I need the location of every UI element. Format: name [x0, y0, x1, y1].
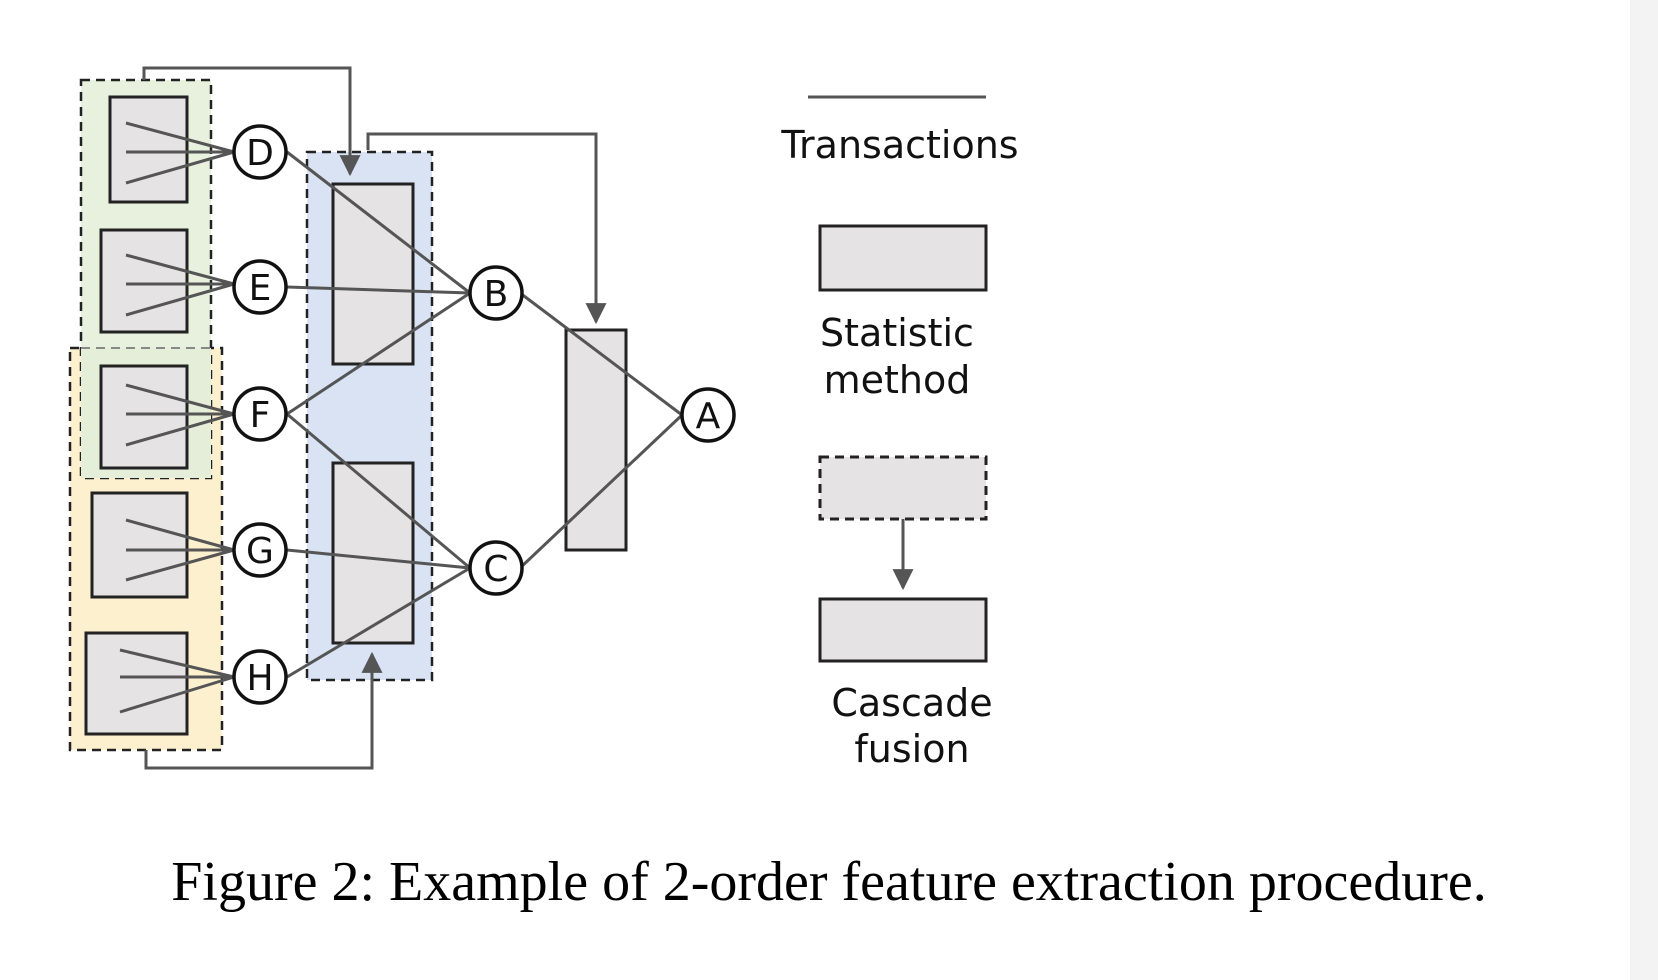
node-g: G — [232, 522, 288, 578]
cascade-arrows — [142, 66, 607, 770]
legend-cascade-label-2: fusion — [854, 727, 969, 771]
node-h: H — [232, 649, 288, 705]
node-connections — [286, 150, 684, 679]
node-b-label: B — [484, 274, 509, 315]
legend-cascade-label-1: Cascade — [831, 681, 992, 725]
transaction-box-e — [99, 228, 189, 334]
node-e: E — [232, 259, 288, 315]
node-c: C — [468, 540, 524, 596]
legend-statistic-box — [818, 224, 988, 292]
node-c-label: C — [483, 549, 508, 590]
transaction-box-f — [99, 364, 189, 470]
transaction-box-g — [90, 491, 189, 599]
legend: Transactions Statistic method Cascade fu… — [780, 95, 1019, 771]
node-d: D — [232, 124, 288, 180]
legend-transactions-label: Transactions — [780, 123, 1018, 167]
statistic-box-b — [331, 182, 415, 366]
legend-statistic-label-1: Statistic — [820, 311, 974, 355]
node-g-label: G — [246, 531, 274, 572]
node-a-label: A — [696, 396, 721, 437]
node-h-label: H — [246, 658, 273, 699]
node-f: F — [232, 386, 288, 442]
figure-caption: Figure 2: Example of 2-order feature ext… — [171, 851, 1487, 913]
node-a: A — [680, 387, 736, 443]
node-e-label: E — [249, 268, 272, 309]
page-edge — [1630, 0, 1658, 980]
node-d-label: D — [246, 133, 274, 174]
transaction-lines — [119, 121, 235, 714]
node-b: B — [468, 265, 524, 321]
legend-statistic-label-2: method — [824, 358, 971, 402]
node-f-label: F — [250, 395, 271, 436]
transaction-box-d — [108, 95, 189, 204]
legend-cascade-target-box — [818, 597, 988, 663]
transaction-box-h — [84, 631, 189, 736]
legend-cascade-source-box — [818, 455, 988, 521]
statistic-box-c — [331, 461, 415, 645]
